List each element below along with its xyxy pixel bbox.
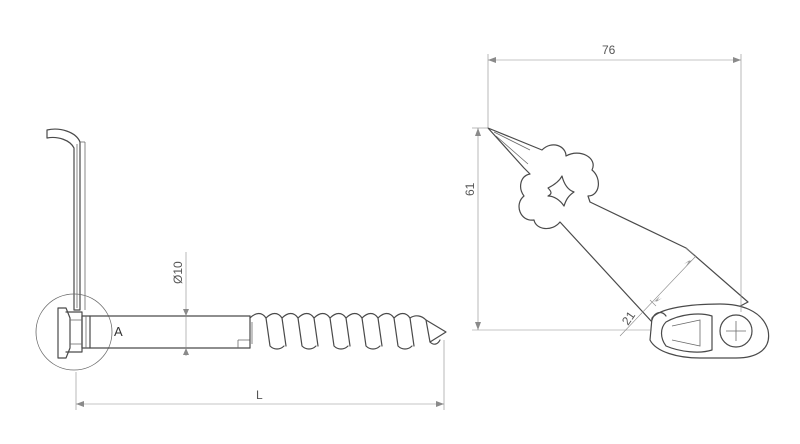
diameter-dimension [183, 252, 189, 356]
height-label: 61 [463, 182, 477, 196]
detail-circle-a [35, 293, 113, 371]
offset-dimension [619, 247, 697, 337]
height-dimension [472, 127, 652, 331]
diameter-label: Ø10 [171, 261, 185, 284]
detail-label-a: A [114, 324, 123, 339]
screw-thread [249, 312, 447, 350]
pivot-eye [649, 303, 770, 359]
screw-shank [89, 315, 251, 349]
front-view: 76 61 21 [463, 43, 770, 359]
length-label: L [256, 388, 263, 402]
length-dimension [75, 340, 445, 410]
decorative-strap [487, 127, 749, 323]
vertical-strap [46, 128, 86, 311]
width-label: 76 [602, 43, 616, 57]
offset-label: 21 [619, 308, 638, 327]
width-dimension [487, 54, 742, 312]
side-view: A [35, 128, 447, 410]
